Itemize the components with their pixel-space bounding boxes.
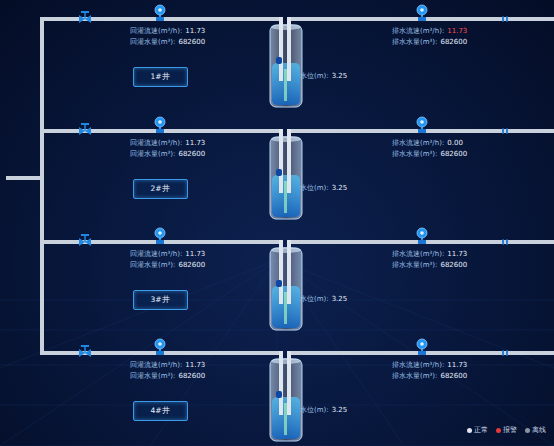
reading-value: 682600 bbox=[440, 38, 467, 47]
legend: 正常 报警 离线 bbox=[467, 426, 546, 435]
reading-value: 11.73 bbox=[185, 27, 205, 36]
reading-name: 排水流速(m³/h): bbox=[392, 27, 444, 36]
reading-name: 排水流速(m³/h): bbox=[392, 250, 444, 259]
reading-name: 回灌流速(m³/h): bbox=[130, 250, 182, 259]
well-label-box: 2#井 bbox=[133, 179, 188, 199]
reading-value: 3.25 bbox=[332, 295, 348, 304]
reading-value: 682600 bbox=[178, 372, 205, 381]
reading-name: 排水水量(m³): bbox=[392, 261, 437, 270]
well-name: 1#井 bbox=[150, 72, 169, 82]
reading-value: 11.73 bbox=[447, 27, 467, 36]
legend-swatch bbox=[496, 428, 501, 433]
reading-value: 11.73 bbox=[185, 361, 205, 370]
legend-item: 报警 bbox=[496, 426, 517, 435]
well-label-box: 1#井 bbox=[133, 67, 188, 87]
reading-value: 11.73 bbox=[185, 250, 205, 259]
reading-value: 682600 bbox=[440, 150, 467, 159]
reading-name: 水位(m): bbox=[300, 184, 329, 193]
reading-name: 水位(m): bbox=[300, 295, 329, 304]
well-label-box: 3#井 bbox=[133, 290, 188, 310]
reading-name: 排水流速(m³/h): bbox=[392, 139, 444, 148]
reading-name: 排水流速(m³/h): bbox=[392, 361, 444, 370]
well-name: 3#井 bbox=[150, 295, 169, 305]
reading-value: 682600 bbox=[178, 38, 205, 47]
reading-value: 682600 bbox=[440, 372, 467, 381]
well-name: 2#井 bbox=[150, 184, 169, 194]
reading-value: 11.73 bbox=[447, 250, 467, 259]
reading-name: 水位(m): bbox=[300, 72, 329, 81]
reading-value: 11.73 bbox=[447, 361, 467, 370]
reading-name: 回灌水量(m³): bbox=[130, 150, 175, 159]
reading-name: 排水水量(m³): bbox=[392, 38, 437, 47]
reading-name: 回灌流速(m³/h): bbox=[130, 139, 182, 148]
reading-value: 682600 bbox=[178, 261, 205, 270]
reading-value: 3.25 bbox=[332, 184, 348, 193]
reading-value: 3.25 bbox=[332, 406, 348, 415]
well-label-box: 4#井 bbox=[133, 401, 188, 421]
reading-name: 回灌水量(m³): bbox=[130, 372, 175, 381]
reading-name: 回灌流速(m³/h): bbox=[130, 27, 182, 36]
legend-swatch bbox=[467, 428, 472, 433]
reading-name: 回灌水量(m³): bbox=[130, 38, 175, 47]
legend-text: 正常 bbox=[474, 426, 488, 435]
reading-value: 682600 bbox=[440, 261, 467, 270]
reading-value: 11.73 bbox=[185, 139, 205, 148]
reading-value: 0.00 bbox=[447, 139, 463, 148]
reading-name: 排水水量(m³): bbox=[392, 150, 437, 159]
legend-item: 正常 bbox=[467, 426, 488, 435]
well-name: 4#井 bbox=[150, 406, 169, 416]
legend-item: 离线 bbox=[525, 426, 546, 435]
legend-text: 离线 bbox=[532, 426, 546, 435]
reading-name: 排水水量(m³): bbox=[392, 372, 437, 381]
legend-text: 报警 bbox=[503, 426, 517, 435]
reading-name: 回灌流速(m³/h): bbox=[130, 361, 182, 370]
reading-name: 回灌水量(m³): bbox=[130, 261, 175, 270]
reading-value: 682600 bbox=[178, 150, 205, 159]
legend-swatch bbox=[525, 428, 530, 433]
reading-value: 3.25 bbox=[332, 72, 348, 81]
reading-name: 水位(m): bbox=[300, 406, 329, 415]
